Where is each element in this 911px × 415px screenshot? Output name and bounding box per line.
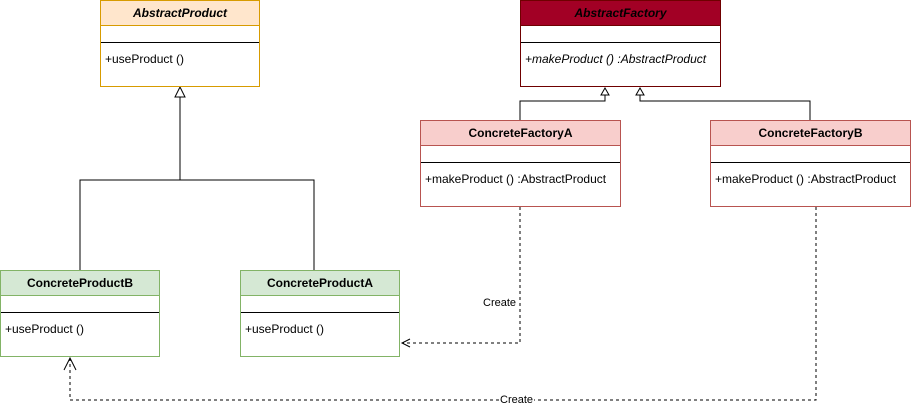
- create-edge-b: [69, 207, 817, 401]
- class-abstract-product[interactable]: AbstractProduct +useProduct (): [100, 0, 260, 87]
- operation: +useProduct (): [5, 322, 85, 336]
- create-label-b: Create: [499, 394, 535, 406]
- class-concrete-product-b[interactable]: ConcreteProductB +useProduct (): [0, 270, 160, 357]
- class-name: AbstractFactory: [521, 1, 720, 26]
- inheritance-arrowhead-product: [174, 85, 186, 98]
- attributes-section: [1, 296, 159, 313]
- attributes-section: [521, 26, 720, 43]
- operation: +makeProduct () :AbstractProduct: [425, 172, 607, 186]
- attributes-section: [241, 296, 399, 313]
- attributes-section: [421, 146, 620, 163]
- class-name: AbstractProduct: [101, 1, 259, 26]
- class-concrete-factory-b[interactable]: ConcreteFactoryB +makeProduct () :Abstra…: [710, 120, 911, 207]
- attributes-section: [711, 146, 910, 163]
- class-abstract-factory[interactable]: AbstractFactory +makeProduct () :Abstrac…: [520, 0, 721, 87]
- create-edge-a: [402, 207, 521, 344]
- inheritance-arrowhead-factory-a: [600, 86, 610, 96]
- operation: +makeProduct () :AbstractProduct: [525, 52, 707, 66]
- inheritance-concrete-factory-a: [519, 95, 606, 120]
- class-name: ConcreteProductA: [241, 271, 399, 296]
- operation: +useProduct (): [245, 322, 325, 336]
- create-arrowhead-b: [63, 356, 77, 371]
- create-label-a: Create: [482, 297, 518, 309]
- inheritance-concrete-product-b: [79, 94, 181, 270]
- operation: +makeProduct () :AbstractProduct: [715, 172, 897, 186]
- attributes-section: [101, 26, 259, 43]
- operation: +useProduct (): [105, 52, 185, 66]
- class-name: ConcreteProductB: [1, 271, 159, 296]
- class-concrete-product-a[interactable]: ConcreteProductA +useProduct (): [240, 270, 400, 357]
- class-name: ConcreteFactoryA: [421, 121, 620, 146]
- create-arrowhead-a: [400, 338, 411, 348]
- inheritance-arrowhead-factory-b: [635, 86, 645, 96]
- class-concrete-factory-a[interactable]: ConcreteFactoryA +makeProduct () :Abstra…: [420, 120, 621, 207]
- inheritance-concrete-factory-b: [639, 95, 811, 120]
- inheritance-concrete-product-a: [180, 179, 315, 270]
- class-name: ConcreteFactoryB: [711, 121, 910, 146]
